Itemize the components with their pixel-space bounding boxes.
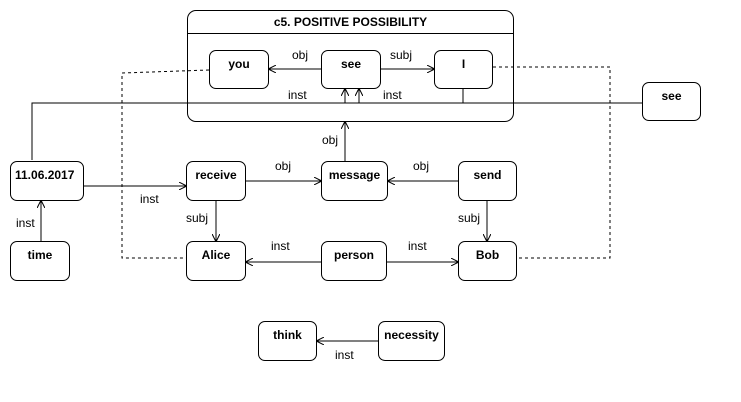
label-person-alice: inst [271, 239, 290, 253]
edge-i-see [359, 89, 464, 104]
label-person-bob: inst [408, 239, 427, 253]
node-person[interactable]: person [321, 241, 387, 281]
node-receive[interactable]: receive [186, 161, 246, 201]
node-bob[interactable]: Bob [458, 241, 517, 281]
label-receive-message: obj [275, 159, 292, 173]
node-necessity[interactable]: necessity [378, 321, 445, 361]
node-time[interactable]: time [10, 241, 70, 281]
node-message[interactable]: message [321, 161, 388, 201]
node-think[interactable]: think [258, 321, 317, 361]
label-send-message: obj [413, 159, 430, 173]
node-you[interactable]: you [209, 50, 269, 89]
node-date[interactable]: 11.06.2017 [10, 161, 84, 201]
label-time-date: inst [16, 216, 35, 230]
coref-you-alice [121, 69, 210, 259]
context-title: c5. POSITIVE POSSIBILITY [273, 15, 428, 29]
label-send-bob: subj [458, 211, 481, 225]
coref-i-bob [493, 66, 611, 259]
node-alice[interactable]: Alice [186, 241, 246, 281]
label-extsee-see: inst [288, 88, 307, 102]
context-divider [188, 33, 513, 34]
label-necessity-think: inst [335, 348, 354, 362]
label-date-receive: inst [140, 192, 159, 206]
label-i-see: inst [383, 88, 402, 102]
node-see-outer[interactable]: see [642, 82, 701, 121]
label-see-you: obj [292, 48, 309, 62]
node-i[interactable]: I [434, 50, 493, 89]
label-see-i: subj [390, 48, 413, 62]
node-see-inner[interactable]: see [321, 50, 381, 89]
label-receive-alice: subj [186, 211, 209, 225]
context-box: c5. POSITIVE POSSIBILITY [187, 10, 514, 122]
node-send[interactable]: send [458, 161, 517, 201]
label-message-see: obj [322, 133, 339, 147]
